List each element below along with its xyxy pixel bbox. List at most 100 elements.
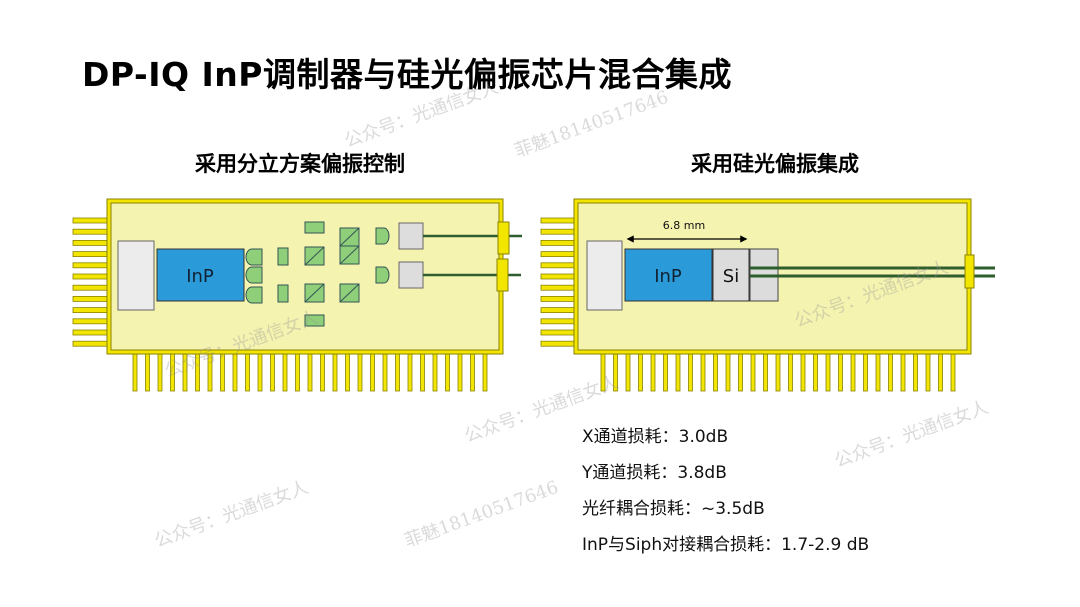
package-pin bbox=[800, 353, 806, 392]
package-pin bbox=[763, 353, 768, 392]
inp-chip bbox=[624, 248, 713, 302]
package-pin bbox=[72, 295, 109, 302]
package-pin bbox=[913, 353, 918, 392]
package-pin bbox=[407, 353, 413, 392]
package-pin bbox=[863, 353, 868, 392]
package-pin bbox=[157, 353, 163, 392]
package-pin bbox=[540, 239, 577, 246]
package-pin bbox=[170, 353, 175, 392]
inp-label: InP bbox=[654, 266, 682, 287]
loss-butt: InP与Siph对接耦合损耗：1.7-2.9 dB bbox=[582, 535, 870, 555]
package-pin bbox=[638, 353, 643, 392]
package-pin bbox=[132, 353, 138, 392]
package-pin bbox=[540, 307, 577, 314]
package-pin bbox=[600, 353, 606, 392]
package-pin bbox=[72, 284, 109, 291]
package-pin bbox=[788, 353, 793, 392]
right-package: InP Si 6.8 mm bbox=[573, 198, 995, 355]
package-pin bbox=[775, 353, 781, 392]
package-pin bbox=[72, 329, 109, 336]
package-pin bbox=[320, 353, 325, 392]
package-pin bbox=[207, 353, 213, 392]
package-pin bbox=[540, 318, 577, 325]
package-pin bbox=[245, 353, 250, 392]
package-pin bbox=[650, 353, 656, 392]
package-pin bbox=[257, 353, 263, 392]
package-pin bbox=[72, 340, 109, 347]
loss-list: X通道损耗：3.0dB Y通道损耗：3.8dB 光纤耦合损耗：~3.5dB In… bbox=[582, 424, 869, 568]
package-pin bbox=[345, 353, 350, 392]
package-pin bbox=[875, 353, 881, 392]
package-pin bbox=[357, 353, 363, 392]
package-pin bbox=[145, 353, 150, 392]
package-pin bbox=[482, 353, 488, 392]
package-pin bbox=[938, 353, 943, 392]
package-pin bbox=[675, 353, 681, 392]
package-pin bbox=[888, 353, 893, 392]
package-pin bbox=[445, 353, 450, 392]
package-pin bbox=[925, 353, 931, 392]
package-pin bbox=[663, 353, 668, 392]
package-pin bbox=[457, 353, 463, 392]
package-pin bbox=[850, 353, 856, 392]
package-pin bbox=[540, 295, 577, 302]
package-pin bbox=[72, 239, 109, 246]
package-pin bbox=[540, 228, 577, 235]
si-label: Si bbox=[723, 266, 739, 287]
package-pin bbox=[72, 307, 109, 314]
package-pin bbox=[420, 353, 425, 392]
package-pin bbox=[432, 353, 438, 392]
si-chip bbox=[712, 248, 750, 302]
package-pin bbox=[72, 318, 109, 325]
package-pin bbox=[195, 353, 200, 392]
package-pin bbox=[900, 353, 906, 392]
package-pin bbox=[738, 353, 743, 392]
package-pin bbox=[540, 251, 577, 258]
package-pin bbox=[72, 262, 109, 269]
dimension-label: 6.8 mm bbox=[663, 219, 705, 232]
package-pin bbox=[540, 329, 577, 336]
loss-y: Y通道损耗：3.8dB bbox=[582, 463, 727, 483]
package-pin bbox=[72, 228, 109, 235]
package-pin bbox=[307, 353, 313, 392]
package-pin bbox=[540, 284, 577, 291]
driver-block bbox=[117, 240, 155, 311]
package-pin bbox=[950, 353, 956, 392]
package-pin bbox=[232, 353, 238, 392]
package-pin bbox=[613, 353, 618, 392]
loss-x: X通道损耗：3.0dB bbox=[582, 427, 729, 447]
package-pin bbox=[825, 353, 831, 392]
left-package: InP bbox=[106, 198, 522, 355]
package-pin bbox=[813, 353, 818, 392]
package-pin bbox=[295, 353, 300, 392]
package-pin bbox=[688, 353, 693, 392]
right-heading: 采用硅光偏振集成 bbox=[691, 152, 859, 176]
package-pin bbox=[370, 353, 375, 392]
package-pin bbox=[540, 262, 577, 269]
package-pin bbox=[382, 353, 388, 392]
loss-fiber: 光纤耦合损耗：~3.5dB bbox=[582, 499, 765, 519]
package-pin bbox=[220, 353, 225, 392]
package-pin bbox=[72, 251, 109, 258]
package-pin bbox=[72, 273, 109, 280]
slide-title: DP-IQ InP调制器与硅光偏振芯片混合集成 bbox=[82, 55, 732, 94]
package-pin bbox=[540, 273, 577, 280]
inp-label: InP bbox=[186, 266, 214, 287]
package-pin bbox=[282, 353, 288, 392]
package-pin bbox=[470, 353, 475, 392]
left-heading: 采用分立方案偏振控制 bbox=[195, 152, 405, 176]
inp-chip bbox=[156, 248, 245, 302]
package-pin bbox=[838, 353, 843, 392]
package-pin bbox=[625, 353, 631, 392]
package-pin bbox=[395, 353, 400, 392]
package-pins bbox=[72, 217, 956, 392]
package-pin bbox=[725, 353, 731, 392]
package-pin bbox=[332, 353, 338, 392]
package-pin bbox=[540, 340, 577, 347]
package-pin bbox=[713, 353, 718, 392]
package-pin bbox=[72, 217, 109, 224]
package-pin bbox=[700, 353, 706, 392]
package-pin bbox=[750, 353, 756, 392]
package-pin bbox=[540, 217, 577, 224]
